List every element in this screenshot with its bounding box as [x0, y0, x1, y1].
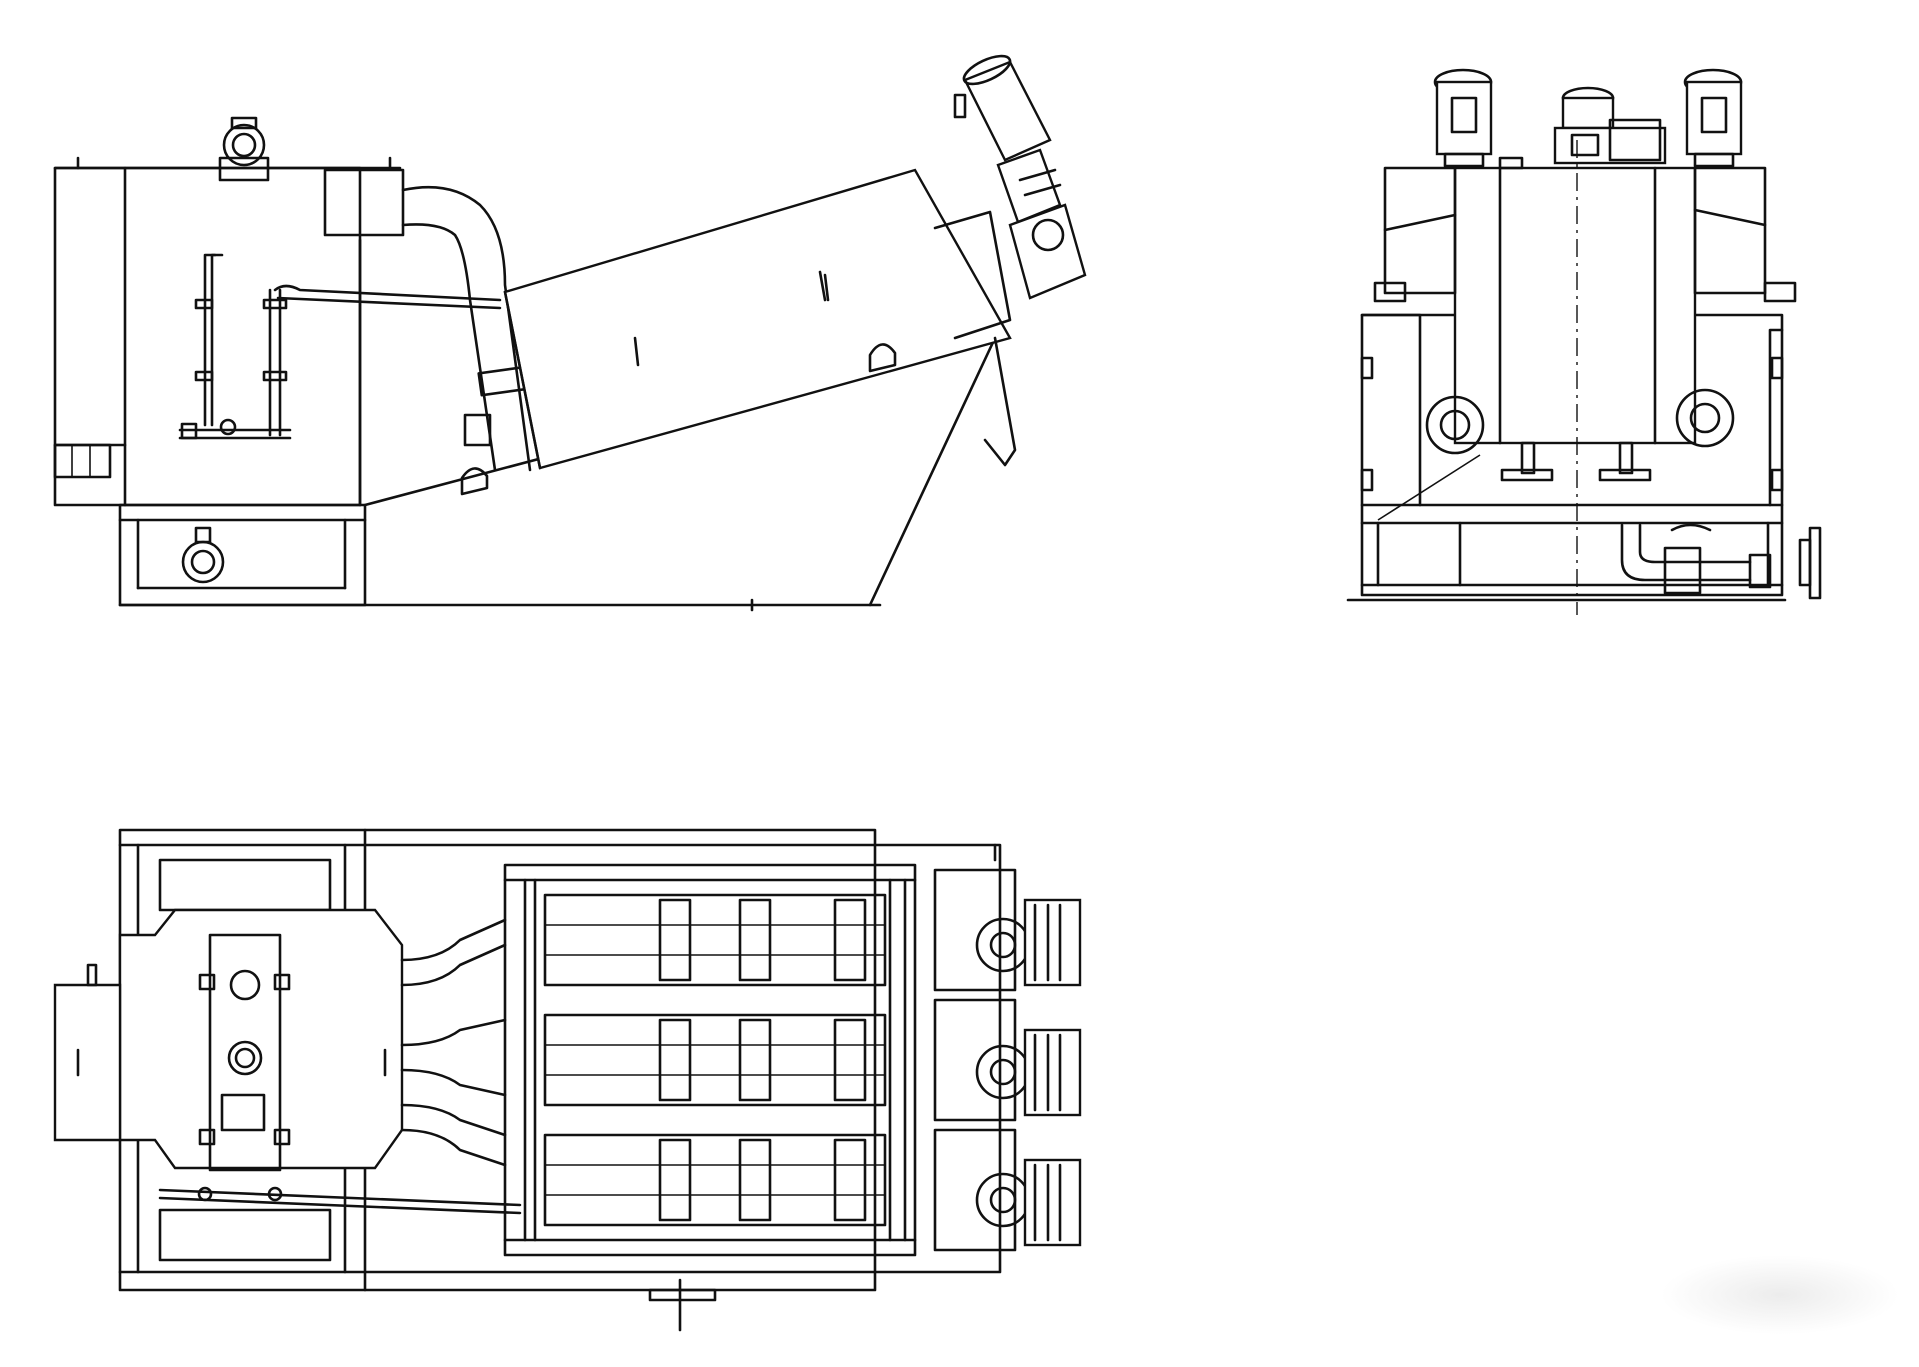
gear-motor-3 [933, 1128, 1082, 1252]
drum-3 [543, 1133, 887, 1227]
inlet-valve [218, 116, 270, 182]
end-elevation-view [1346, 68, 1822, 615]
drive-motor [953, 54, 1087, 300]
level-pipe [178, 253, 502, 440]
gear-motor-2 [933, 998, 1082, 1122]
three-gear-motors [933, 868, 1082, 1252]
tank-body [1360, 166, 1797, 507]
plan-base-frame [118, 828, 1002, 1332]
gear-motor-1 [933, 868, 1082, 992]
plan-tank-top [53, 908, 522, 1215]
plan-view [53, 828, 1082, 1332]
support-frame [118, 503, 882, 612]
drum-1 [543, 893, 887, 987]
drum-2 [543, 1013, 887, 1107]
screw-press-drum [460, 168, 1017, 496]
motor-left [1433, 68, 1493, 168]
motor-center [1498, 86, 1667, 170]
scan-smudge [1660, 1255, 1900, 1335]
base-frame [1346, 313, 1787, 602]
outlet-pipe [1620, 523, 1822, 600]
plan-pipes [400, 918, 507, 1167]
side-elevation-view [53, 54, 1087, 612]
three-motors [1433, 68, 1743, 170]
flocculation-pipe [323, 168, 532, 472]
three-screw-drums [503, 863, 917, 1257]
motor-right [1683, 68, 1743, 168]
thickening-tank [53, 116, 502, 507]
